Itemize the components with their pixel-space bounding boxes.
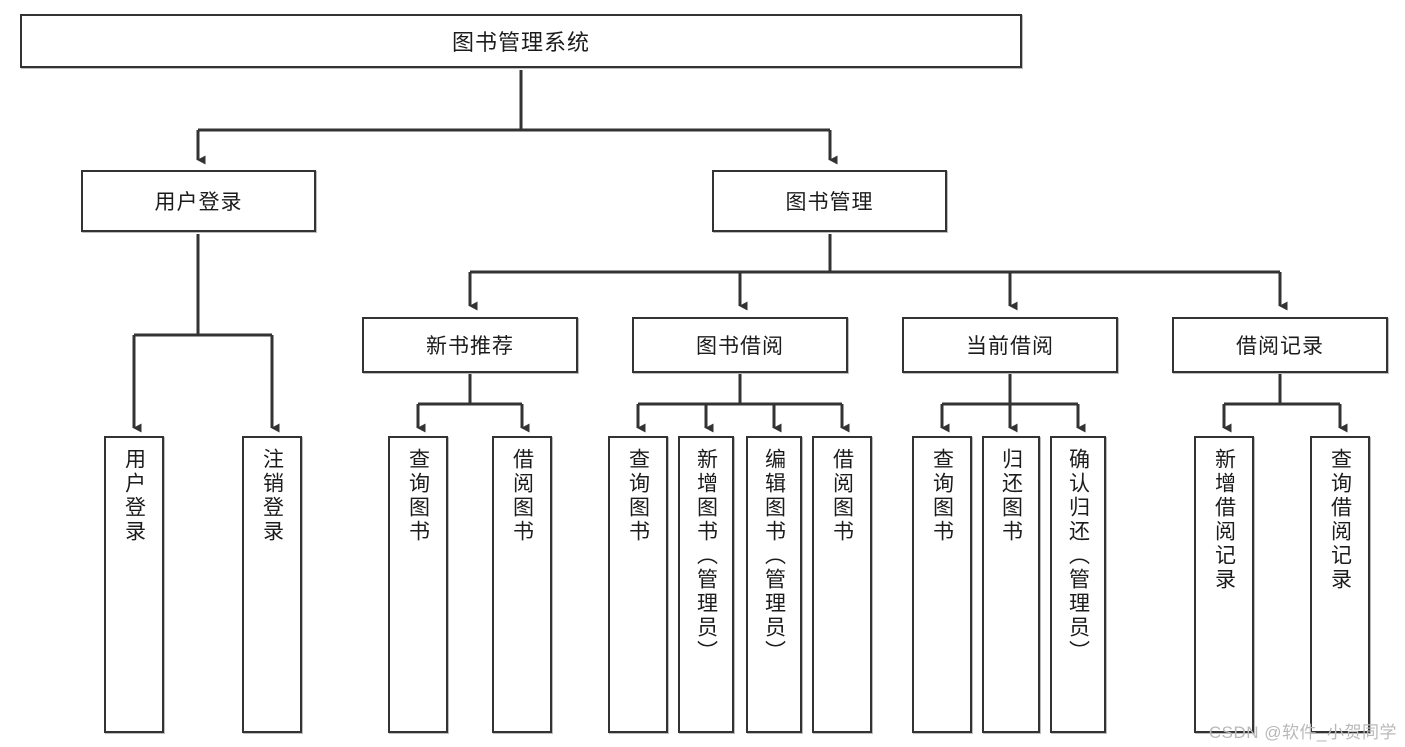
- leaf-label: 注销登录: [260, 448, 284, 544]
- leaf-label: 新增图书（管理员）: [694, 448, 718, 664]
- leaf-current-borrow-return[interactable]: 归还图书: [982, 436, 1040, 733]
- leaf-borrow-record-query[interactable]: 查询借阅记录: [1310, 436, 1370, 733]
- node-root[interactable]: 图书管理系统: [20, 14, 1022, 68]
- leaf-book-borrow-query[interactable]: 查询图书: [608, 436, 668, 733]
- leaf-borrow-record-add[interactable]: 新增借阅记录: [1194, 436, 1254, 733]
- node-new-book-recommend[interactable]: 新书推荐: [362, 317, 578, 373]
- node-current-borrow-label: 当前借阅: [966, 335, 1054, 358]
- leaf-label: 归还图书: [999, 448, 1023, 544]
- node-current-borrow[interactable]: 当前借阅: [902, 317, 1118, 373]
- leaf-label: 查询图书: [930, 448, 954, 544]
- node-borrow-record-label: 借阅记录: [1236, 335, 1324, 358]
- node-new-book-recommend-label: 新书推荐: [426, 335, 514, 358]
- leaf-label: 用户登录: [122, 448, 146, 544]
- leaf-new-book-borrow[interactable]: 借阅图书: [492, 436, 552, 733]
- leaf-current-borrow-query[interactable]: 查询图书: [912, 436, 972, 733]
- leaf-current-borrow-confirm[interactable]: 确认归还（管理员）: [1050, 436, 1106, 733]
- leaf-book-borrow-edit[interactable]: 编辑图书（管理员）: [746, 436, 802, 733]
- leaf-label: 查询图书: [626, 448, 650, 544]
- leaf-label: 新增借阅记录: [1212, 448, 1236, 592]
- leaf-label: 编辑图书（管理员）: [762, 448, 786, 664]
- node-book-management[interactable]: 图书管理: [712, 170, 947, 232]
- leaf-user-login-signout[interactable]: 注销登录: [242, 436, 302, 733]
- leaf-label: 确认归还（管理员）: [1066, 448, 1090, 664]
- node-book-management-label: 图书管理: [785, 191, 874, 214]
- node-user-login-label: 用户登录: [154, 191, 243, 214]
- leaf-user-login-signin[interactable]: 用户登录: [104, 436, 164, 733]
- leaf-label: 查询借阅记录: [1328, 448, 1352, 592]
- node-borrow-record[interactable]: 借阅记录: [1172, 317, 1388, 373]
- leaf-book-borrow-add[interactable]: 新增图书（管理员）: [678, 436, 734, 733]
- leaf-label: 查询图书: [406, 448, 430, 544]
- node-user-login[interactable]: 用户登录: [81, 170, 316, 232]
- leaf-label: 借阅图书: [830, 448, 854, 544]
- watermark: CSDN @软件_小贺同学: [1208, 723, 1397, 742]
- node-book-borrow-label: 图书借阅: [696, 335, 784, 358]
- leaf-new-book-query[interactable]: 查询图书: [388, 436, 448, 733]
- leaf-book-borrow-lend[interactable]: 借阅图书: [812, 436, 872, 733]
- leaf-label: 借阅图书: [510, 448, 534, 544]
- node-book-borrow[interactable]: 图书借阅: [632, 317, 848, 373]
- node-root-label: 图书管理系统: [451, 30, 590, 55]
